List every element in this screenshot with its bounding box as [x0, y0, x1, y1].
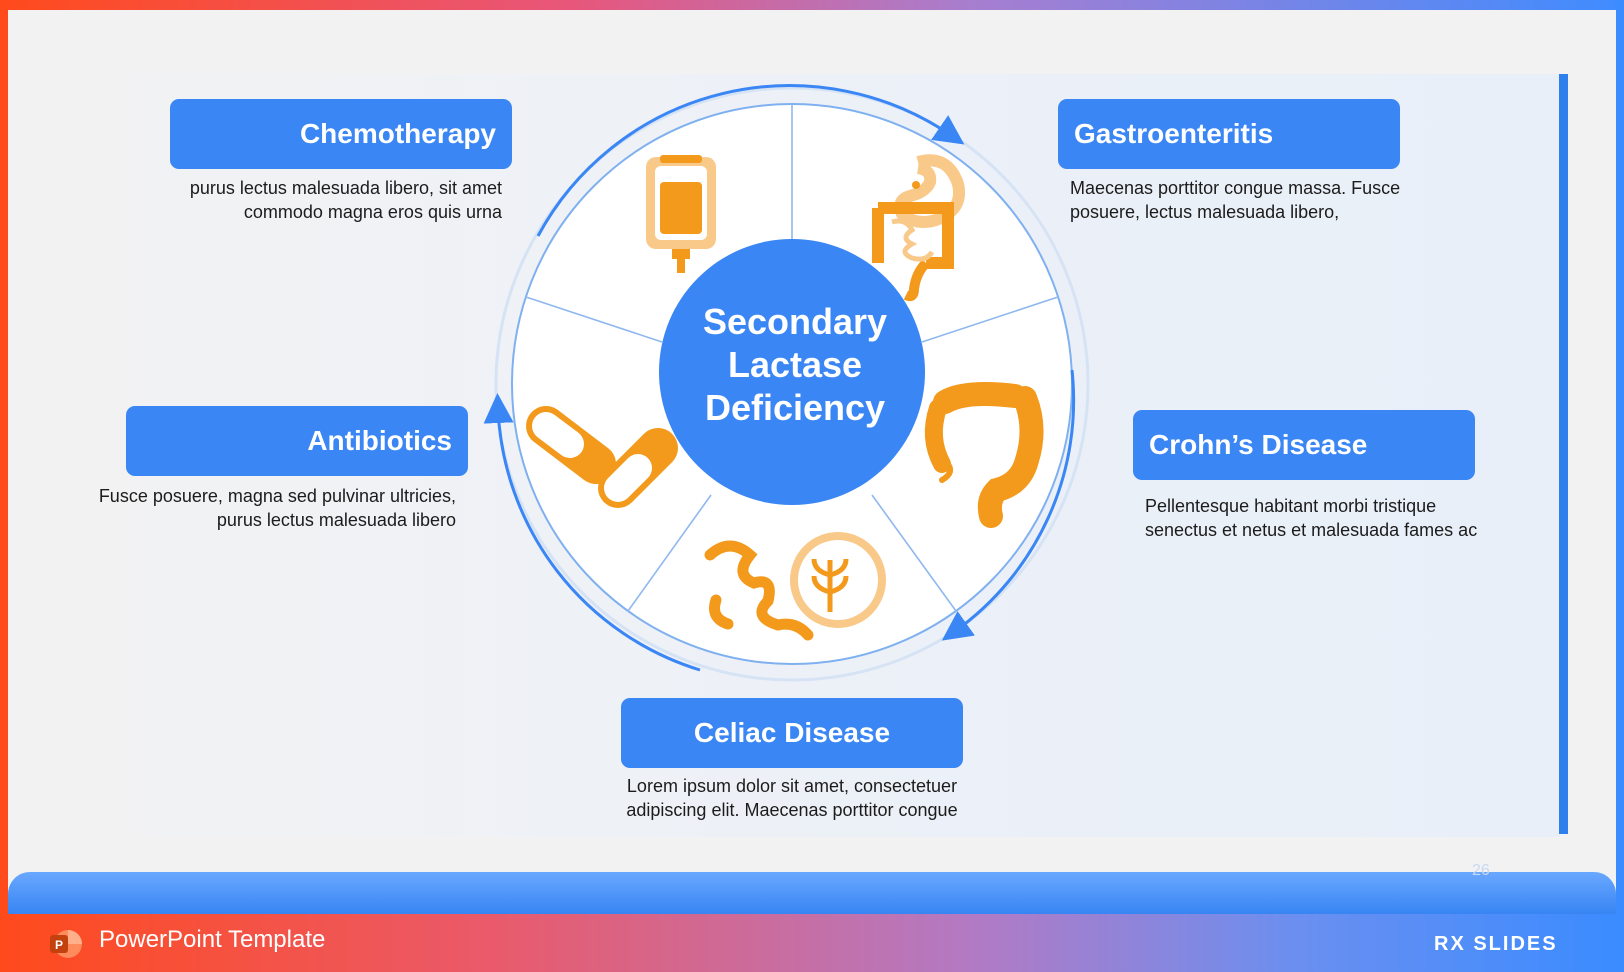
gastroenteritis-desc-line-2: posuere, lectus malesuada libero,: [1070, 200, 1450, 224]
chemotherapy-desc-line-1: purus lectus malesuada libero, sit amet: [150, 176, 502, 200]
crohns-disease-title-box: Crohn’s Disease: [1133, 410, 1475, 480]
center-title-line-3: Deficiency: [660, 386, 930, 429]
antibiotics-title-box: Antibiotics: [126, 406, 468, 476]
celiac-disease-description: Lorem ipsum dolor sit amet, consectetuer…: [592, 774, 992, 822]
antibiotics-desc-line-1: Fusce posuere, magna sed pulvinar ultric…: [50, 484, 456, 508]
page-number: 26: [1472, 862, 1490, 880]
rx-slides-logo: RX SLIDES: [1434, 928, 1574, 960]
gastroenteritis-title-box: Gastroenteritis: [1058, 99, 1400, 169]
celiac-disease-title-box: Celiac Disease: [621, 698, 963, 768]
chemotherapy-description: purus lectus malesuada libero, sit amet …: [150, 176, 502, 224]
celiac-disease-title: Celiac Disease: [694, 717, 890, 748]
antibiotics-title: Antibiotics: [307, 425, 452, 456]
footer-label: PowerPoint Template: [99, 926, 325, 954]
crohns-disease-title: Crohn’s Disease: [1149, 429, 1367, 460]
antibiotics-description: Fusce posuere, magna sed pulvinar ultric…: [50, 484, 456, 532]
center-title: Secondary Lactase Deficiency: [660, 300, 930, 429]
center-title-line-2: Lactase: [660, 343, 930, 386]
chemotherapy-desc-line-2: commodo magna eros quis urna: [150, 200, 502, 224]
crohns-disease-description: Pellentesque habitant morbi tristique se…: [1145, 494, 1545, 542]
powerpoint-icon: P: [48, 928, 84, 960]
gastroenteritis-title: Gastroenteritis: [1074, 118, 1273, 149]
svg-text:P: P: [55, 938, 63, 952]
gastroenteritis-description: Maecenas porttitor congue massa. Fusce p…: [1070, 176, 1450, 224]
crohns-desc-line-1: Pellentesque habitant morbi tristique: [1145, 494, 1545, 518]
chemotherapy-title-box: Chemotherapy: [170, 99, 512, 169]
crohns-desc-line-2: senectus et netus et malesuada fames ac: [1145, 518, 1545, 542]
center-title-line-1: Secondary: [660, 300, 930, 343]
svg-text:RX SLIDES: RX SLIDES: [1434, 933, 1558, 955]
celiac-desc-line-2: adipiscing elit. Maecenas porttitor cong…: [592, 798, 992, 822]
gastroenteritis-desc-line-1: Maecenas porttitor congue massa. Fusce: [1070, 176, 1450, 200]
celiac-desc-line-1: Lorem ipsum dolor sit amet, consectetuer: [592, 774, 992, 798]
antibiotics-desc-line-2: purus lectus malesuada libero: [50, 508, 456, 532]
chemotherapy-title: Chemotherapy: [300, 118, 496, 149]
